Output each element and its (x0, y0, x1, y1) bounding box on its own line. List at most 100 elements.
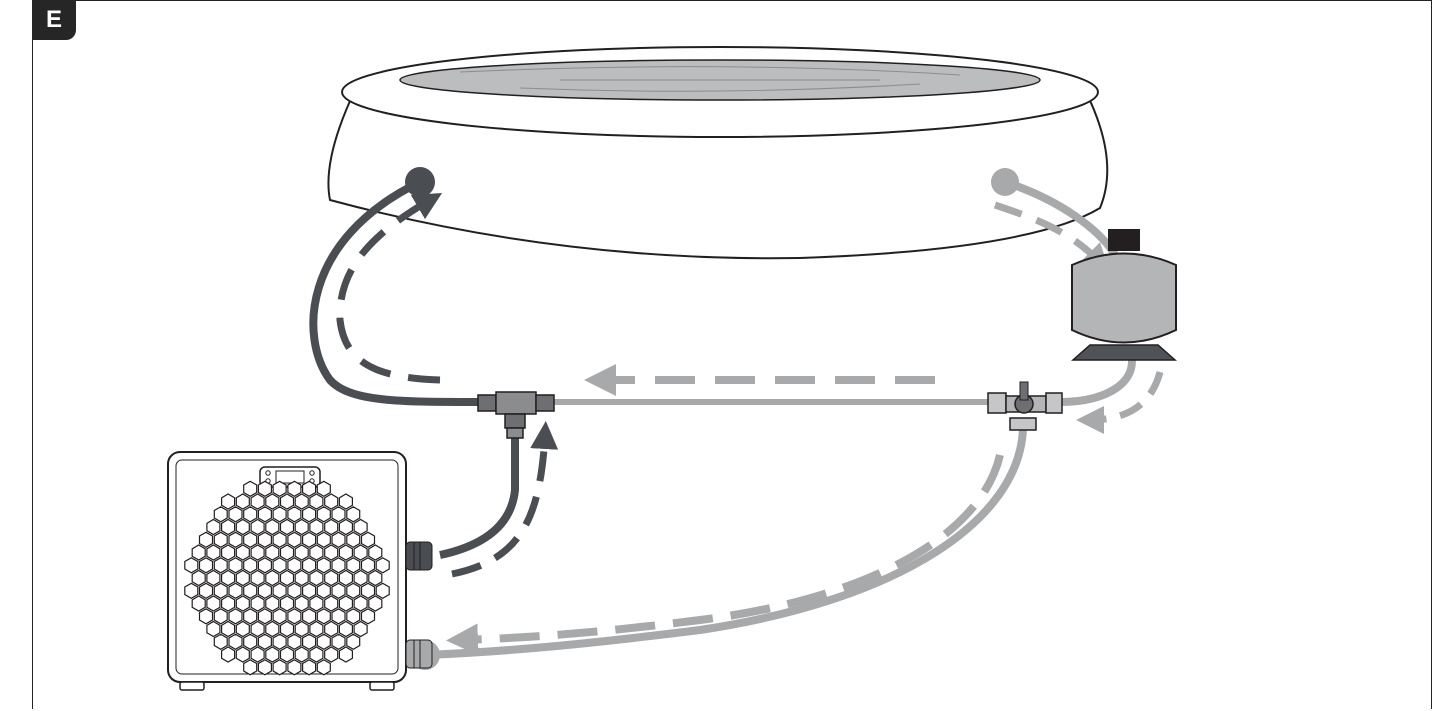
grille-cell (250, 646, 265, 663)
heater-out-flow-arrow (451, 421, 559, 578)
grille-cell (235, 646, 250, 663)
grille-cell (279, 518, 295, 536)
filter-out-flow-arrow (1076, 371, 1164, 434)
grille-cell (243, 506, 258, 523)
filter-cap (1108, 229, 1140, 251)
grille-cell (331, 557, 346, 574)
grille-cell (324, 544, 339, 561)
grille-cell (346, 582, 361, 599)
pool-inlet (405, 167, 435, 197)
grille-cell (302, 506, 317, 523)
grille-cell (309, 518, 324, 536)
grille-cell (228, 506, 243, 523)
grille-cell (309, 646, 324, 663)
grille-cell (338, 544, 353, 561)
bypass-flow-arrow (446, 454, 1004, 656)
grille-cell (338, 569, 353, 587)
grille-cell (235, 544, 250, 561)
grille-cell (265, 595, 280, 612)
grille-cell (250, 518, 265, 536)
grille-cell (294, 595, 309, 612)
grille-cell (309, 493, 324, 510)
t-connector (477, 391, 555, 439)
grille-cell (294, 544, 309, 561)
grille-cell (184, 557, 199, 574)
grille-cell (302, 608, 317, 625)
grille-cell (206, 544, 221, 561)
grille-cell (287, 480, 302, 497)
grille-cell (309, 569, 324, 587)
grille-cell (265, 493, 280, 510)
section-label: E (45, 6, 62, 33)
grille-cell (243, 582, 258, 599)
grille-cell (331, 531, 346, 548)
grille-cell (213, 531, 228, 548)
grille-cell (228, 582, 243, 599)
filter-pump (1071, 229, 1177, 361)
grille-cell (228, 608, 243, 625)
grille-cell (309, 595, 324, 612)
grille-cell (360, 557, 376, 574)
grille-cell (360, 608, 376, 625)
grille-cell (265, 544, 280, 561)
grille-cell (302, 633, 317, 650)
grille-cell (279, 569, 295, 587)
grille-cell (272, 582, 287, 599)
grille-cell (235, 595, 250, 612)
grille-cell (279, 595, 295, 612)
grille-cell (235, 569, 250, 587)
grille-cell (309, 620, 324, 638)
grille-cell (213, 633, 228, 650)
grille-cell (360, 531, 376, 548)
grille-cell (206, 569, 221, 587)
grille-cell (272, 506, 287, 523)
grille-cell (316, 531, 331, 548)
grille-cell (257, 480, 272, 497)
diagram-frame (32, 0, 1432, 709)
grille-cell (353, 620, 368, 638)
grille-cell (375, 582, 390, 599)
grille-cell (302, 582, 317, 599)
grille-cell (316, 659, 331, 676)
grille-cell (287, 633, 302, 650)
grille-cell (287, 608, 302, 625)
grille-cell (324, 569, 339, 587)
grille-cell (221, 518, 236, 536)
grille-cell (265, 518, 280, 536)
grille-cell (228, 633, 243, 650)
grille-cell (221, 569, 236, 587)
grille-cell (287, 531, 302, 548)
grille-cell (272, 480, 287, 497)
grille-cell (191, 595, 206, 612)
grille-cell (221, 544, 236, 561)
grille-cell (360, 582, 376, 599)
grille-cell (257, 506, 272, 523)
grille-cell (346, 531, 361, 548)
grille-cell (272, 633, 287, 650)
grille-cell (375, 557, 390, 574)
grille-cell (221, 646, 236, 663)
grille-cell (279, 544, 295, 561)
grille-cell (250, 620, 265, 638)
grille-cell (287, 506, 302, 523)
grille-cell (353, 569, 368, 587)
grille-cell (294, 493, 309, 510)
grille-cell (346, 608, 361, 625)
grille-cell (287, 557, 302, 574)
section-badge: E (32, 0, 76, 40)
valve-handle (1019, 381, 1029, 401)
grille-cell (257, 582, 272, 599)
grille-cell (243, 480, 258, 497)
grille-cell (235, 493, 250, 510)
grille-cell (257, 531, 272, 548)
grille-cell (353, 518, 368, 536)
pool (327, 46, 1109, 260)
grille-cell (243, 633, 258, 650)
heater-inlet-port (405, 639, 433, 669)
grille-cell (257, 557, 272, 574)
filter-base (1071, 344, 1177, 361)
grille-cell (316, 506, 331, 523)
grille-cell (294, 620, 309, 638)
return-flow-arrow (336, 192, 443, 384)
